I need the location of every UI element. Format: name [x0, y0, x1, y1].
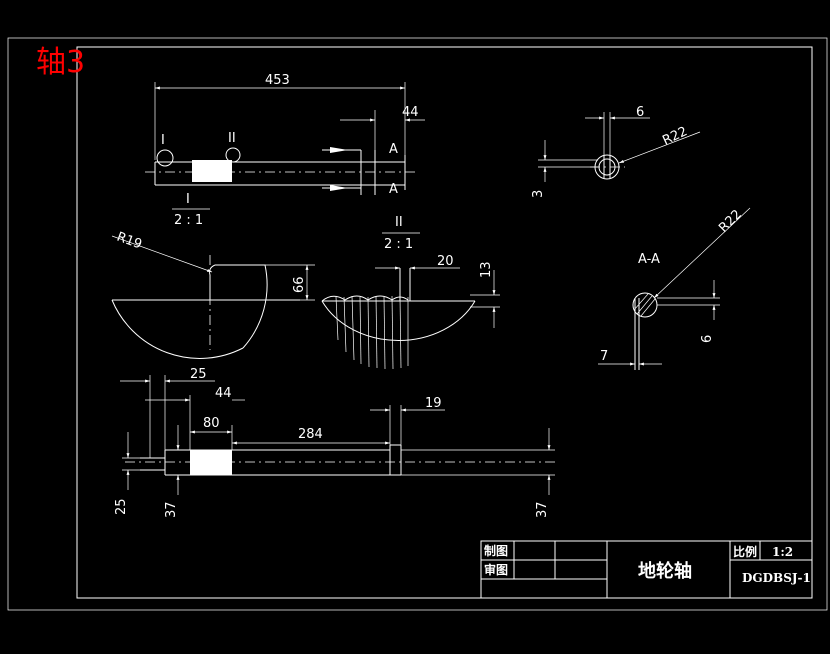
- end-view-radius: R22: [660, 124, 690, 148]
- dim-25-top: 25: [190, 367, 207, 382]
- section-AA-width: 7: [600, 349, 608, 364]
- checked-by-label: 审图: [484, 562, 508, 577]
- inner-border: [76, 46, 813, 599]
- dim-80: 80: [203, 416, 220, 431]
- bottom-view-hatch-block: [190, 450, 232, 475]
- detail-II-label: II: [395, 215, 403, 230]
- drawing-number: DGDBSJ-1: [742, 571, 811, 585]
- section-A-top: A: [389, 142, 398, 157]
- dim-44-bottom: 44: [215, 386, 232, 401]
- detail-I-height: 66: [292, 276, 307, 293]
- detail-II-hatching: [335, 295, 409, 370]
- end-view-offset: 3: [531, 190, 546, 198]
- detail-II-height: 13: [479, 261, 494, 278]
- detail-I-label: I: [186, 192, 190, 207]
- dim-37-left: 37: [164, 501, 179, 518]
- section-AA-radius: R22: [716, 207, 745, 236]
- dim-44-top: 44: [402, 105, 419, 120]
- detail-I-ref: I: [161, 133, 165, 148]
- title-block: 制图 审图 地轮轴 比例 1:2 DGDBSJ-1: [480, 540, 813, 599]
- top-view: 453 44 I II A A: [145, 73, 425, 197]
- dim-284: 284: [298, 427, 323, 442]
- detail-II-circle: [225, 147, 241, 163]
- detail-I-view: I 2 : 1 66 R19: [111, 192, 315, 359]
- scale-value: 1:2: [772, 545, 793, 559]
- section-A-bottom: A: [389, 182, 398, 197]
- dim-25-left: 25: [114, 498, 129, 515]
- detail-II-scale: 2 : 1: [384, 237, 413, 252]
- detail-II-view: II 2 : 1 20 13: [321, 215, 500, 370]
- sheet-label: 轴3: [36, 45, 85, 80]
- top-view-hatch-block: [192, 160, 232, 182]
- drawn-by-label: 制图: [484, 543, 508, 558]
- dim-19: 19: [425, 396, 442, 411]
- detail-II-width: 20: [437, 254, 454, 269]
- dim-37-right: 37: [535, 501, 550, 518]
- section-AA-hatching: [633, 293, 656, 317]
- dim-453: 453: [265, 73, 290, 88]
- detail-I-radius: R19: [115, 230, 144, 253]
- detail-I-circle: [156, 149, 174, 167]
- part-name: 地轮轴: [638, 560, 692, 582]
- detail-I-scale: 2 : 1: [174, 213, 203, 228]
- end-view-width: 6: [636, 105, 644, 120]
- scale-label: 比例: [733, 544, 757, 559]
- end-view: 6 R22 3: [531, 105, 701, 198]
- bottom-view: 25 44 80 284 19 25 37 37: [114, 367, 555, 518]
- outer-border: [7, 37, 828, 611]
- section-AA-view: A-A R22 7 6: [598, 207, 751, 370]
- section-AA-title: A-A: [638, 252, 660, 267]
- section-AA-depth: 6: [700, 335, 715, 343]
- detail-II-ref: II: [228, 131, 236, 146]
